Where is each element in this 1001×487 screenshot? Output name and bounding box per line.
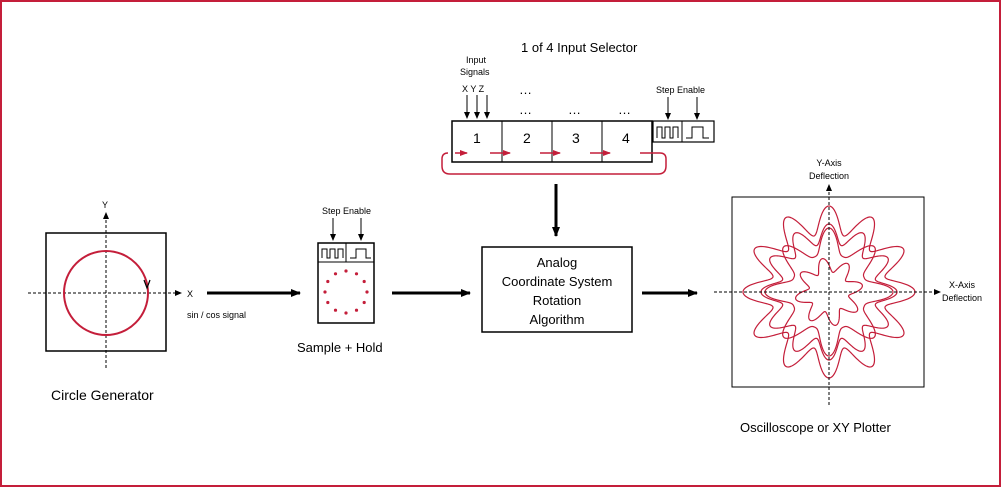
y-deflection-label-2: Deflection [809,171,849,181]
plotter-caption: Oscilloscope or XY Plotter [740,420,891,435]
sample-dot [362,300,366,305]
selector-enable-box [652,120,715,143]
input-signals-label-line2: Signals [460,67,490,77]
rotation-line-1: Analog [537,255,577,270]
sample-dot [333,272,338,276]
rotation-direction-arrow-icon [143,279,151,290]
selector-slot-1: 1 [473,130,481,146]
sample-dot [354,272,359,276]
xyz-label: X Y Z [462,84,485,94]
rotation-algorithm-box [481,246,633,333]
selector-step-enable-label: Step Enable [656,85,705,95]
sample-dot [344,269,348,273]
xy-plotter: Y-Axis Deflection X-Axis Deflection Osci… [714,158,982,435]
rotation-line-4: Algorithm [530,312,585,327]
sample-dot [323,290,327,294]
sample-hold: Step Enable Sample + Hold [297,206,383,355]
rotation-line-3: Rotation [533,293,581,308]
sample-dot [333,308,338,312]
selector-loop-back [441,152,667,175]
selector-step-pulse-icon [686,126,709,139]
ellipsis-slot-2: … [519,102,532,117]
y-deflection-label-1: Y-Axis [816,158,842,168]
selector-slot-3: 3 [572,130,580,146]
rosette-outer [742,205,916,379]
generated-circle [63,250,149,336]
step-pulse-icon [350,248,371,259]
selector-pulse-train-icon [656,126,679,139]
x-deflection-label-2: Deflection [942,293,982,303]
rotation-line-2: Coordinate System [502,274,613,289]
ellipsis-slot-3: … [568,102,581,117]
sample-hold-step-enable-label: Step Enable [322,206,371,216]
sample-dot [365,290,369,294]
sample-dot [326,279,330,284]
x-deflection-label-1: X-Axis [949,280,976,290]
sample-dot [354,308,359,312]
sample-dot [326,300,330,305]
x-axis-label: X [187,289,193,299]
rotation-algorithm: Analog Coordinate System Rotation Algori… [481,246,633,333]
sampled-points [323,269,369,315]
y-axis-label: Y [102,200,108,210]
input-selector-title: 1 of 4 Input Selector [521,40,638,55]
circle-generator-caption: Circle Generator [51,387,154,403]
selector-slot-4: 4 [622,130,630,146]
sample-dot [344,311,348,315]
ellipsis-slot-4: … [618,102,631,117]
sample-dot [362,279,366,284]
input-signals-label-line1: Input [466,55,487,65]
ellipsis-top: … [519,82,532,97]
input-selector: 1 of 4 Input Selector Input Signals X Y … [441,40,715,175]
sample-hold-caption: Sample + Hold [297,340,383,355]
selector-slot-2: 2 [523,130,531,146]
pulse-train-icon [321,248,344,259]
circle-generator: Y X sin / cos signal Circle Generator [28,200,246,403]
signal-label: sin / cos signal [187,310,246,320]
